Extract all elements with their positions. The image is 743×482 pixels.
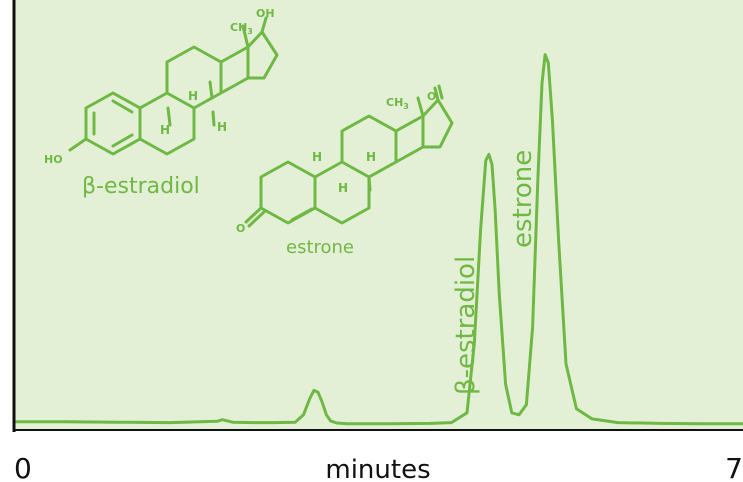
estradiol-ch3-subscript: 3 <box>247 27 253 36</box>
peak-annotations: β-estradiol estrone <box>451 150 538 395</box>
estrone-h-label: H <box>312 150 322 164</box>
estrone-name-label: estrone <box>286 237 354 258</box>
svg-text:CH3: CH3 <box>386 96 409 111</box>
estrone-structure: CH3 O O H H H estrone <box>236 84 454 258</box>
x-tick-label-end: 7 <box>725 452 743 482</box>
estradiol-h-label: H <box>217 120 227 134</box>
x-tick-label-start: 0 <box>14 452 32 482</box>
estrone-h-label: H <box>338 181 348 195</box>
svg-text:CH3: CH3 <box>230 21 253 36</box>
estradiol-ch3-label: CH <box>230 21 247 34</box>
estradiol-oh-label: OH <box>256 7 275 20</box>
plot-area <box>14 0 743 430</box>
estrone-bonds <box>244 84 454 228</box>
estradiol-bonds <box>68 16 279 156</box>
estrone-enone-o-label: O <box>236 222 245 235</box>
x-axis-label: minutes <box>325 455 430 482</box>
trace-layer <box>14 53 743 426</box>
estrone-ch3-label: CH <box>386 96 403 109</box>
peak-label: estrone <box>508 150 538 248</box>
estrone-ch3-subscript: 3 <box>403 102 409 111</box>
estradiol-ho-label: HO <box>44 153 63 166</box>
peak-label: β-estradiol <box>451 256 481 395</box>
estrone-ketone-o-label: O <box>427 90 436 103</box>
estradiol-h-label: H <box>188 89 198 103</box>
estrone-h-label: H <box>366 150 376 164</box>
estradiol-structure: CH3 OH HO H H H β-estradiol <box>44 7 279 199</box>
estradiol-h-label: H <box>160 123 170 137</box>
estradiol-name-label: β-estradiol <box>82 174 200 199</box>
chromatogram-trace <box>14 53 743 426</box>
